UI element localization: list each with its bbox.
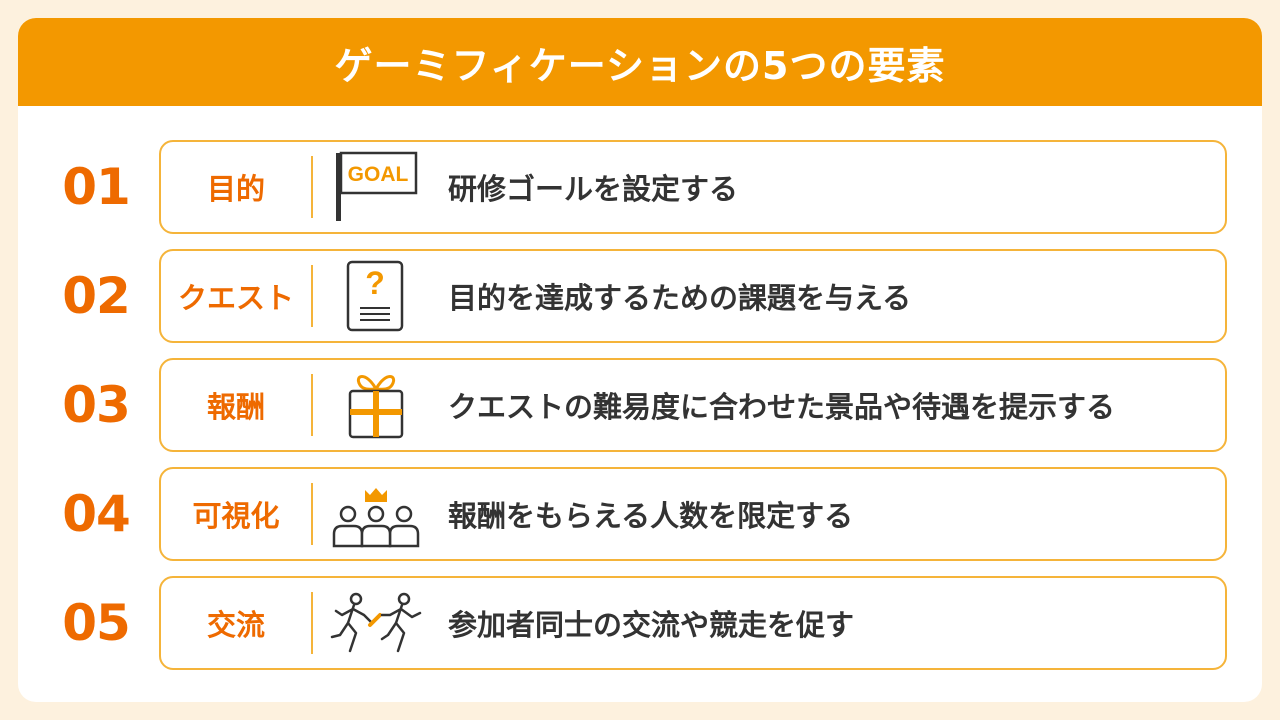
goal-flag-icon: GOAL (326, 149, 426, 225)
element-row-goal: 01 目的 GOAL 研修ゴールを設定する (18, 140, 1262, 234)
element-box: 目的 GOAL 研修ゴールを設定する (159, 140, 1227, 234)
element-box: クエスト ? 目的を達成するための課題を与える (159, 249, 1227, 343)
divider (311, 374, 313, 436)
element-row-reward: 03 報酬 クエストの難易度に合わせた景品や待遇を提示する (18, 358, 1262, 452)
question-mark: ? (365, 265, 385, 301)
element-label: 可視化 (192, 499, 280, 533)
element-label: 目的 (206, 172, 265, 206)
title-banner: ゲーミフィケーションの5つの要素 (18, 18, 1262, 106)
element-box: 報酬 クエストの難易度に合わせた景品や待遇を提示する (159, 358, 1227, 452)
element-number: 04 (62, 485, 131, 543)
element-number: 02 (62, 267, 131, 325)
element-description: 目的を達成するための課題を与える (448, 281, 912, 315)
gift-box-icon (326, 367, 426, 443)
element-number: 01 (62, 158, 131, 216)
element-description: 研修ゴールを設定する (448, 172, 739, 206)
goal-flag-text: GOAL (348, 163, 409, 186)
element-description: 報酬をもらえる人数を限定する (448, 499, 854, 533)
divider (311, 156, 313, 218)
question-card-icon: ? (326, 258, 426, 334)
element-description: クエストの難易度に合わせた景品や待遇を提示する (448, 390, 1116, 424)
element-label: クエスト (177, 281, 294, 315)
divider (311, 483, 313, 545)
element-label: 交流 (206, 608, 265, 642)
element-row-visualization: 04 可視化 報酬をもらえる人数を限定する (18, 467, 1262, 561)
element-label: 報酬 (206, 390, 265, 424)
element-number: 03 (62, 376, 131, 434)
element-row-interaction: 05 交流 参加者同士の交流や競走を促す (18, 576, 1262, 670)
infographic-card: ゲーミフィケーションの5つの要素 01 目的 GOAL 研修ゴールを設定する 0… (18, 18, 1262, 702)
divider (311, 592, 313, 654)
crowned-people-icon (326, 476, 426, 552)
element-box: 可視化 報酬をもらえる人数を限定する (159, 467, 1227, 561)
divider (311, 265, 313, 327)
element-number: 05 (62, 594, 131, 652)
relay-runners-icon (326, 585, 426, 661)
element-description: 参加者同士の交流や競走を促す (448, 608, 855, 642)
page-title: ゲーミフィケーションの5つの要素 (334, 43, 946, 88)
element-row-quest: 02 クエスト ? 目的を達成するための課題を与える (18, 249, 1262, 343)
element-box: 交流 参加者同士の交流や競走を促す (159, 576, 1227, 670)
